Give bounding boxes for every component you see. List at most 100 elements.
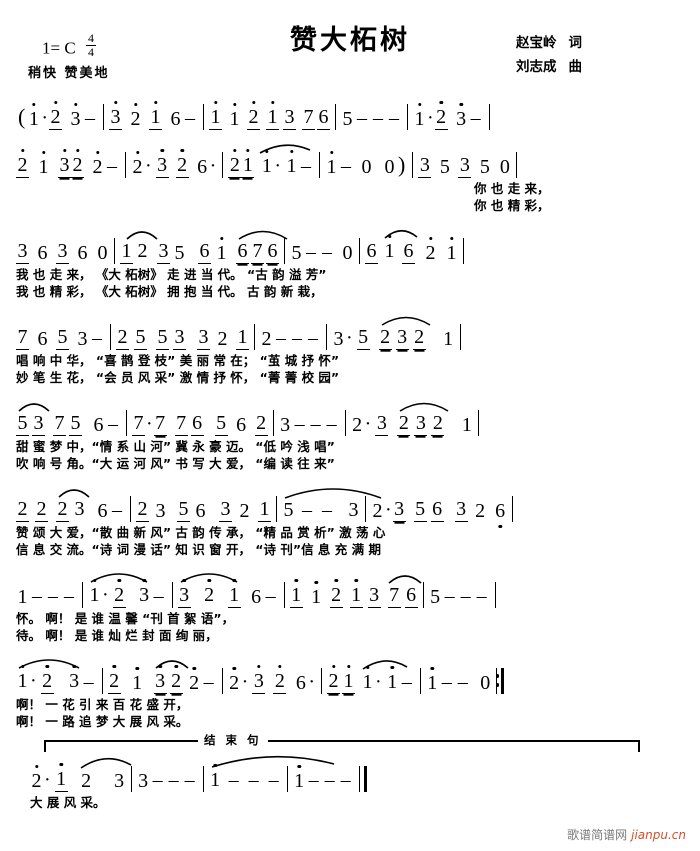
hold-dash: – [92,327,102,349]
note: 3 [375,412,389,436]
note: 2 [247,106,260,130]
lyric-row-line8-verse2: 啊！ 一 路 追 梦 大 展 风 采。 [16,711,684,729]
note: 2 [204,584,215,606]
note: 3 [114,770,125,792]
hold-dash: – [373,107,383,129]
hold-dash: – [184,769,195,791]
note: 5 [479,156,490,178]
barline [365,496,366,522]
slur [18,399,50,412]
note: 3 [418,154,432,178]
slur [399,399,449,412]
time-signature: 4 4 [85,32,96,58]
note: 3 [173,326,186,350]
note: 3 [392,498,406,522]
note: 2 [217,328,228,350]
note: 3 [74,498,85,520]
note: 1 [17,670,28,692]
note: 5 [430,586,441,608]
barline [110,324,111,350]
note: 1 [461,414,472,436]
hold-dash: – [457,671,468,693]
note: 6 [170,108,181,130]
hold-dash: – [460,585,471,607]
dot-duration: · [41,107,48,129]
note-row-line9: 2· 1 2 3 3 – – – 1 – – – [16,752,684,792]
hold-dash: – [292,327,302,349]
note: 2 [372,500,383,522]
note: 2 [40,670,54,694]
hold-dash: – [401,671,412,693]
lyric-row-line9-verse1: 大 展 风 采。 [16,792,684,810]
lyric-text: 你 也 精 彩， [474,198,550,213]
slur [58,485,90,498]
note: 1 [89,584,100,606]
lyric-row-line6-verse1: 赞 颂 大 爱，“散 曲 新 风” 古 韵 传 承， “精 品 赏 析” 激 荡… [16,522,684,540]
barline [459,324,461,350]
barline [419,668,421,694]
note: 1 [229,108,240,130]
lyricist-name: 赵宝岭 [516,35,557,51]
note: 3 [32,412,45,436]
note: 6 [197,156,208,178]
note: 5 [174,242,185,264]
watermark-site-name: 歌谱简谱网 [567,828,628,842]
note: 2 [261,328,272,350]
dot-duration: · [385,499,392,521]
barline [82,582,83,608]
slur [18,655,80,669]
hold-dash: – [108,413,118,435]
barline [463,238,464,264]
lyric-text: 待。 啊！ 是 谁 灿 烂 封 面 绚 丽， [16,628,218,643]
note: 0 [480,672,491,694]
hold-dash: – [326,413,337,435]
note: 2 [71,154,84,178]
note: 3 [333,328,344,350]
note: 7 [153,412,167,436]
hold-dash: – [294,413,305,435]
hold-dash: – [301,155,312,177]
note: 3 [58,154,71,178]
note: 3 [458,154,472,178]
note: 3 [77,328,88,350]
note: 3 [252,670,266,694]
lyricist-role: 词 [568,35,583,51]
lyricist-line: 赵宝岭词 [516,32,582,56]
dot-duration: · [346,327,353,349]
note: 2 [189,672,200,694]
note: 2 [16,154,29,178]
note: 1 [384,240,395,262]
note: 6 [236,414,247,436]
note: 6 [365,240,378,264]
barline [130,766,132,792]
barline [276,496,277,522]
note: 5 [134,326,147,350]
note: 5 [56,326,69,350]
barline [422,582,424,608]
note: 7 [16,326,29,350]
note: 1 [286,155,297,177]
note: 0 [361,156,372,178]
note: 1 [28,108,39,130]
composer-line: 刘志成曲 [516,56,582,80]
lyric-row-line4-verse2: 妙 笔 生 花， “会 员 风 采” 激 情 抒 怀， “菁 菁 校 园” [16,367,684,385]
note: 3 [367,584,381,608]
intro-close-paren: ) [398,152,406,177]
hold-dash: – [203,671,214,693]
note: 2 [116,326,129,350]
hold-dash: – [153,585,164,607]
note: 1 [294,770,305,792]
hold-dash: – [83,671,94,693]
hold-dash: – [341,155,352,177]
note: 1 [132,672,143,694]
hold-dash: – [308,327,318,349]
dot-duration: · [102,584,109,606]
dot-duration: · [209,155,217,177]
note: 2 [130,108,141,130]
note: 1 [261,155,272,177]
slur [381,313,431,326]
note: 6 [404,584,418,608]
note: 2 [327,670,341,694]
